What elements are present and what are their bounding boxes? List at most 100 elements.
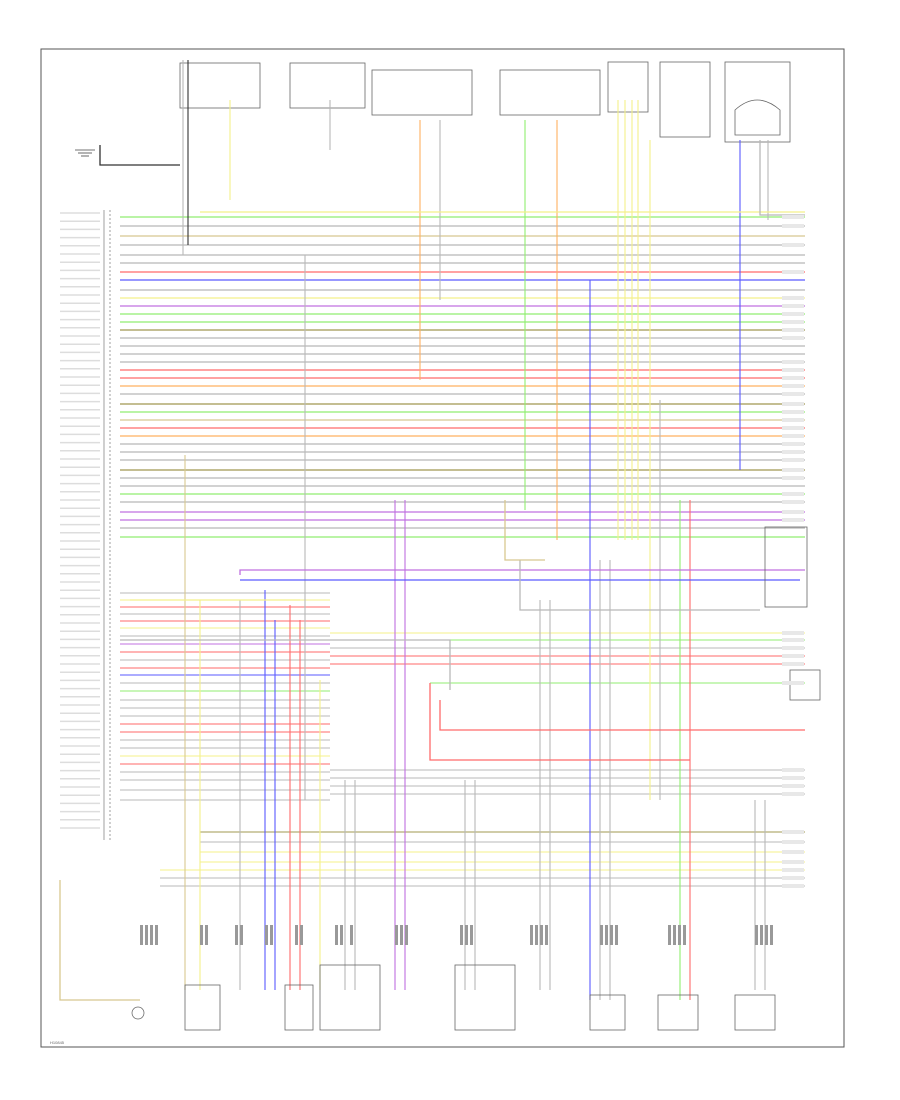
wire-label-tag — [782, 518, 804, 522]
wire-label-tag — [782, 296, 804, 300]
connector-pin — [155, 925, 158, 945]
wire-label-tag — [782, 270, 804, 274]
connector-pin — [350, 925, 353, 945]
wire-label-tag — [782, 500, 804, 504]
connector-pin — [683, 925, 686, 945]
wire — [99, 145, 180, 166]
connector-pin — [615, 925, 618, 945]
wire-label-tag — [782, 360, 804, 364]
connector-pin — [540, 925, 543, 945]
wire-label-tag — [782, 336, 804, 340]
connector-pin — [145, 925, 148, 945]
wire-label-tag — [782, 426, 804, 430]
connector-pin — [545, 925, 548, 945]
wire-label-tag — [782, 368, 804, 372]
ground-icon — [75, 149, 95, 157]
wire-label-tag — [782, 243, 804, 247]
bottom-connector-stubs — [140, 925, 773, 945]
connector-pin — [205, 925, 208, 945]
wire-label-tag — [782, 776, 804, 780]
wire-label-tag — [782, 681, 804, 685]
connector-pin — [765, 925, 768, 945]
connector-pin — [605, 925, 608, 945]
wire-label-tag — [782, 392, 804, 396]
connector-pin — [340, 925, 343, 945]
top-components — [75, 61, 791, 157]
wire — [239, 569, 805, 575]
connector-pin — [600, 925, 603, 945]
wire — [429, 683, 690, 761]
bottom-components — [131, 925, 776, 1031]
connector-pin — [465, 925, 468, 945]
connector-pin — [470, 925, 473, 945]
connector-pin — [770, 925, 773, 945]
wire-label-tag — [782, 876, 804, 880]
connector-pin — [460, 925, 463, 945]
wire — [504, 500, 545, 561]
right-connector-stubs — [782, 215, 804, 888]
wire-label-tag — [782, 860, 804, 864]
wire-label-tag — [782, 792, 804, 796]
wire-label-tag — [782, 312, 804, 316]
wire-label-tag — [782, 646, 804, 650]
connector-pin — [678, 925, 681, 945]
sensor-icon — [131, 1006, 145, 1020]
connector-pin — [400, 925, 403, 945]
connector-pin — [535, 925, 538, 945]
wire-label-tag — [782, 468, 804, 472]
left-pin-labels — [60, 212, 100, 829]
connector-pin — [405, 925, 408, 945]
wire-label-tag — [782, 492, 804, 496]
wire-label-tag — [782, 434, 804, 438]
wire-label-tag — [782, 458, 804, 462]
wire-label-tag — [782, 376, 804, 380]
wire — [519, 560, 760, 611]
connector-pin — [530, 925, 533, 945]
wire-label-tag — [782, 320, 804, 324]
connector-pin — [200, 925, 203, 945]
wire-label-tag — [782, 510, 804, 514]
wire-label-tag — [782, 662, 804, 666]
connector-pin — [140, 925, 143, 945]
ecm-connector-module — [60, 210, 111, 840]
wire-label-tag — [782, 654, 804, 658]
right-connectors — [764, 215, 821, 888]
connector-pin — [668, 925, 671, 945]
connector-pin — [295, 925, 298, 945]
wire-label-tag — [782, 476, 804, 480]
connector-pin — [150, 925, 153, 945]
connector-pin — [265, 925, 268, 945]
wire-label-tag — [782, 884, 804, 888]
wire-label-tag — [782, 784, 804, 788]
wire-label-tag — [782, 410, 804, 414]
wire-label-tag — [782, 402, 804, 406]
wire-label-tag — [782, 450, 804, 454]
wire-label-tag — [782, 215, 804, 219]
wire-label-tag — [782, 768, 804, 772]
wire-label-tag — [782, 328, 804, 332]
wire-label-tag — [782, 384, 804, 388]
wire — [59, 880, 140, 1001]
wire-label-tag — [782, 850, 804, 854]
diagram-code: H10845 — [50, 1040, 65, 1045]
wire-label-tag — [782, 830, 804, 834]
connector-pin — [755, 925, 758, 945]
diagram-border — [40, 48, 845, 1048]
wire — [439, 700, 805, 731]
connector-pin — [335, 925, 338, 945]
connector-pin — [395, 925, 398, 945]
wire-label-tag — [782, 631, 804, 635]
wire-label-tag — [782, 442, 804, 446]
connector-pin — [760, 925, 763, 945]
connector-pin — [673, 925, 676, 945]
wire-harness — [59, 60, 805, 1001]
wire-label-tag — [782, 840, 804, 844]
wire — [120, 639, 451, 690]
connector-pin — [240, 925, 243, 945]
connector-pin — [270, 925, 273, 945]
wire-label-tag — [782, 418, 804, 422]
wire-label-tag — [782, 868, 804, 872]
connector-pin — [300, 925, 303, 945]
wire-label-tag — [782, 224, 804, 228]
